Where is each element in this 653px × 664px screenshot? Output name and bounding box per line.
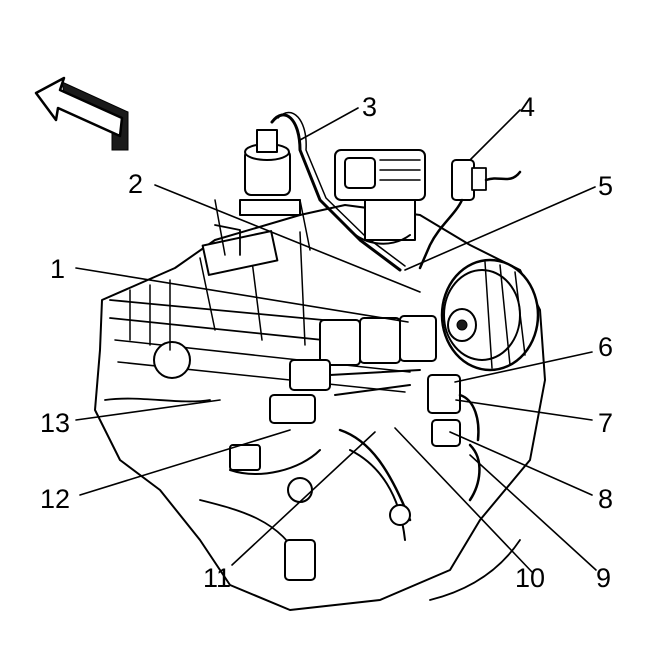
callout-leader-lines [75, 107, 597, 573]
leader-line-7 [455, 399, 593, 421]
callout-1: 1 [50, 254, 65, 284]
leader-line-6 [454, 351, 593, 383]
leader-line-10 [394, 427, 533, 573]
coil-pack-area [269, 315, 437, 424]
sensor-connector [418, 159, 522, 270]
leader-line-4 [469, 109, 521, 161]
leader-line-8 [449, 431, 593, 496]
callout-2: 2 [128, 169, 143, 199]
front-direction-arrow-icon [34, 76, 129, 151]
callout-4: 4 [520, 92, 535, 122]
callout-10: 10 [515, 563, 545, 593]
callout-5: 5 [598, 171, 613, 201]
leader-line-12 [79, 429, 291, 496]
callout-11: 11 [203, 563, 231, 593]
leader-line-11 [231, 431, 376, 566]
callout-12: 12 [40, 484, 70, 514]
callout-7: 7 [598, 408, 613, 438]
leader-line-2 [154, 184, 421, 293]
engine-illustration [94, 111, 546, 611]
leader-line-13 [75, 399, 221, 421]
leader-line-1 [75, 267, 409, 323]
callout-13: 13 [40, 408, 70, 438]
egr-valve [239, 129, 301, 216]
leader-line-3 [299, 107, 359, 141]
callout-3: 3 [362, 92, 377, 122]
callout-8: 8 [598, 484, 613, 514]
leader-line-5 [404, 186, 596, 271]
callout-6: 6 [598, 332, 613, 362]
alternator [440, 258, 540, 372]
leader-line-9 [469, 454, 597, 571]
callout-labels: 1 2 3 4 5 6 7 8 9 10 11 12 13 [40, 92, 613, 593]
callout-9: 9 [596, 563, 611, 593]
throttle-actuator [334, 149, 426, 245]
right-side-connectors [427, 374, 481, 502]
